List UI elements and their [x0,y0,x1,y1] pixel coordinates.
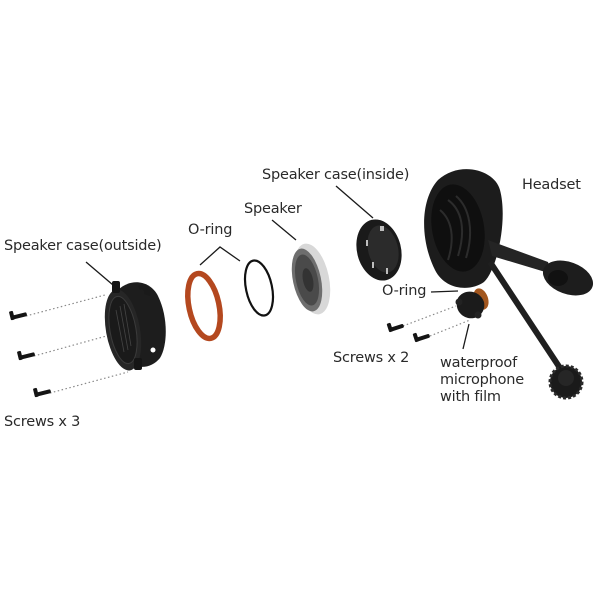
screw-icon [33,387,51,398]
leader-lines [85,185,470,350]
leader-speaker-case-outside [85,261,114,286]
screw-icon [412,332,430,343]
label-speaker: Speaker [244,201,302,217]
o-ring-orange-part [185,270,223,342]
label-o-ring-speaker: O-ring [188,222,233,238]
leader-speaker-case-inside [335,185,374,219]
screws-x2 [386,322,430,343]
screw-icon [386,322,404,333]
screws-x3 [9,310,51,398]
label-screws-x3: Screws x 3 [4,414,81,430]
label-screws-x2: Screws x 2 [333,350,410,366]
screw-guides-2 [402,305,471,337]
speaker-case-inside-part [356,219,402,281]
screw-guides-3 [25,294,129,394]
label-speaker-case-outside: Speaker case(outside) [4,238,162,254]
headset-part [424,169,594,400]
screw-icon [17,350,35,361]
speaker-part [291,243,331,315]
leader-speaker [271,219,297,241]
label-o-ring-mic: O-ring [382,283,427,299]
label-headset: Headset [522,177,581,193]
speaker-case-outside-part [104,281,166,371]
o-ring-black-part [243,259,275,317]
microphone-part [455,288,489,319]
label-speaker-case-inside: Speaker case(inside) [262,167,410,183]
label-waterproof-microphone: waterproof microphone with film [440,355,525,405]
leader-o-ring [199,246,241,266]
leader-microphone [462,323,470,350]
screw-icon [9,310,27,321]
leader-o-ring-mic [430,290,459,293]
